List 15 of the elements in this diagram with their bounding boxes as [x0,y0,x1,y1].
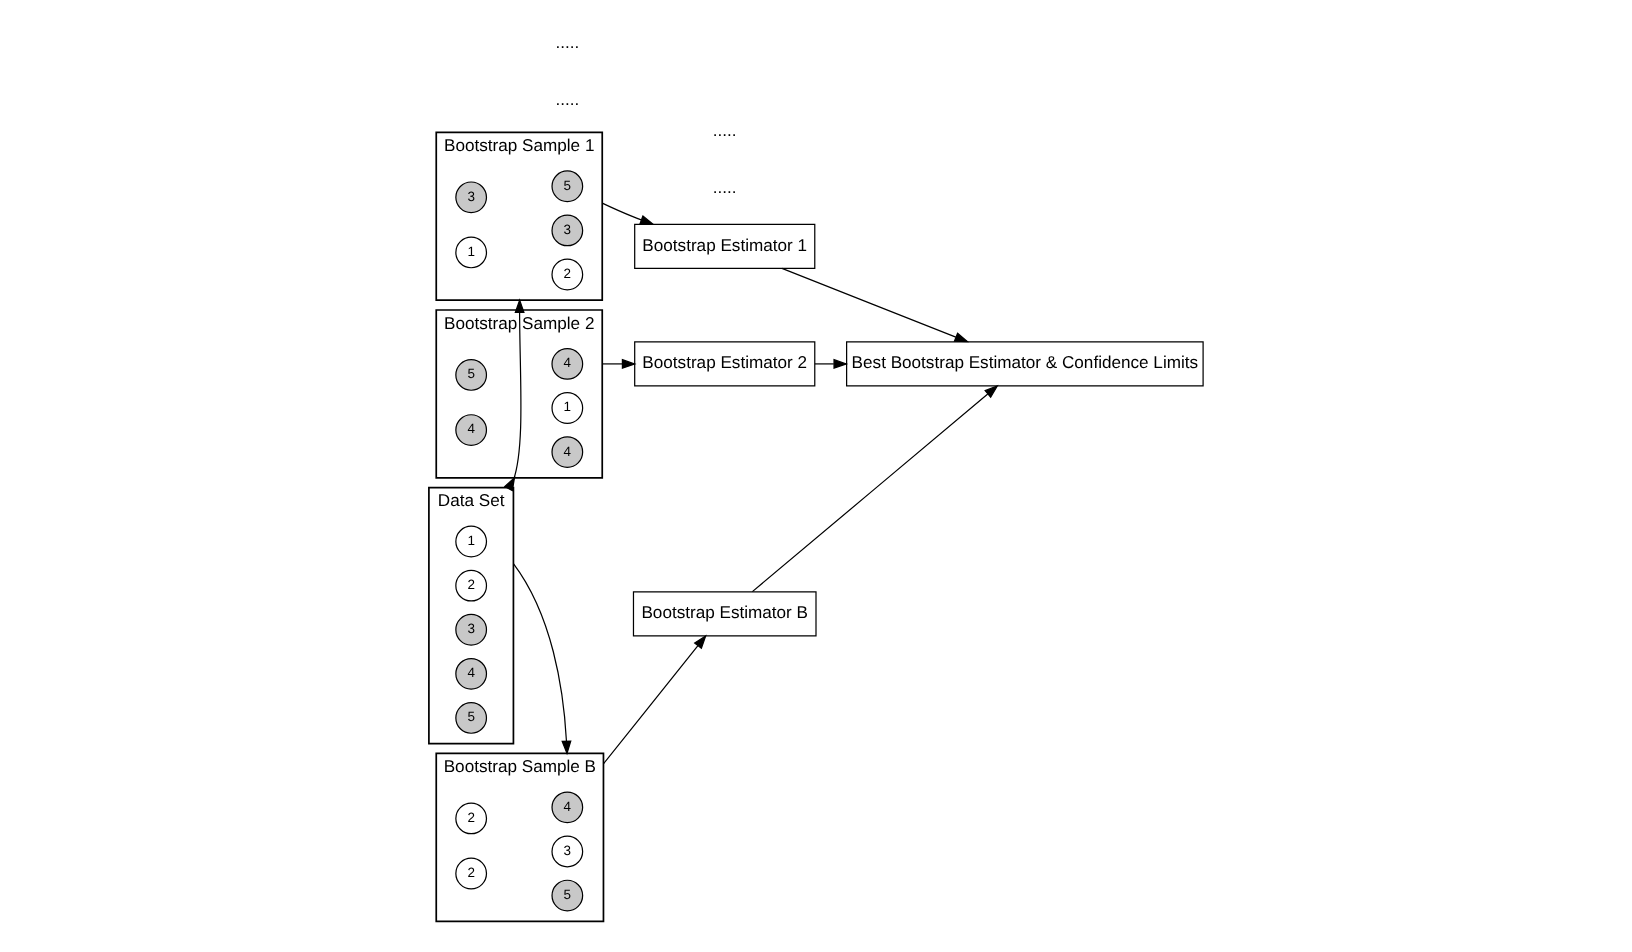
label: ..... [555,31,580,52]
label: ..... [555,89,580,110]
node-box: Best Bootstrap Estimator & Confidence Limits [846,341,1204,387]
node-box: Bootstrap Estimator B [632,591,817,637]
arrow [602,634,707,765]
arrow [814,358,849,370]
node-box: Bootstrap Estimator 2 [634,341,816,387]
arrow [751,384,999,593]
arrow [601,358,637,370]
arrow [781,267,970,343]
label: ..... [712,177,737,198]
label: ..... [712,119,737,140]
arrow [512,562,572,756]
node-box: Bootstrap Estimator 1 [634,223,816,269]
arrow [601,202,655,225]
